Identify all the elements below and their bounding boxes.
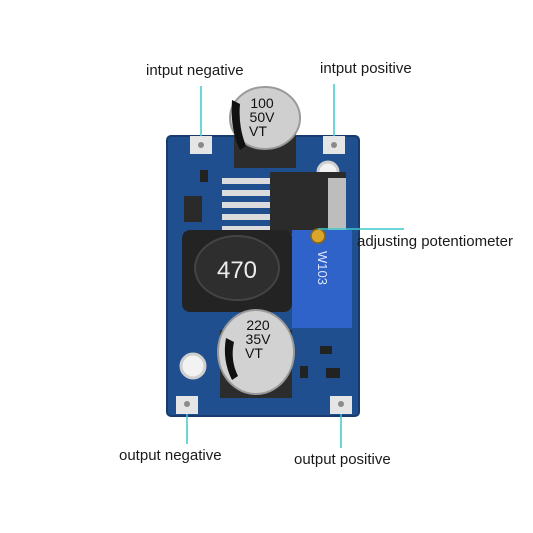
output-capacitor-line1: 220 [246, 317, 270, 333]
input-negative-label: intput negative [146, 62, 244, 79]
smd-part [300, 366, 308, 378]
ic-pin [222, 178, 270, 184]
potentiometer-body [292, 230, 352, 328]
regulator-tab [328, 178, 346, 236]
pad-hole [331, 142, 337, 148]
mount-hole-bottom [179, 352, 207, 380]
output-capacitor-stripe [224, 338, 238, 380]
pad-hole [198, 142, 204, 148]
adjusting-potentiometer-label: adjusting potentiometer [357, 233, 513, 250]
ic-pin [222, 226, 270, 232]
output-capacitor-top [217, 309, 295, 395]
smd-part [200, 170, 208, 182]
inductor-top [194, 235, 280, 301]
pad-hole [338, 401, 344, 407]
input-capacitor-line3: VT [249, 123, 267, 139]
inductor-value: 470 [217, 257, 257, 284]
potentiometer-screw [310, 228, 326, 244]
output-negative-label: output negative [119, 447, 222, 464]
smd-diode [184, 196, 202, 222]
potentiometer-marking: W103 [315, 251, 330, 285]
ic-pin [222, 202, 270, 208]
ic-pin [222, 214, 270, 220]
ic-pin [222, 190, 270, 196]
smd-part [320, 346, 332, 354]
pad-hole [184, 401, 190, 407]
input-capacitor-stripe [231, 100, 246, 150]
input-capacitor-line2: 50V [250, 109, 276, 125]
output-capacitor-line3: VT [245, 345, 263, 361]
input-capacitor-top [229, 86, 301, 150]
output-positive-label: output positive [294, 451, 391, 468]
smd-part [326, 368, 340, 378]
output-capacitor-line2: 35V [246, 331, 272, 347]
input-positive-label: intput positive [320, 60, 412, 77]
input-capacitor-line1: 100 [250, 95, 274, 111]
